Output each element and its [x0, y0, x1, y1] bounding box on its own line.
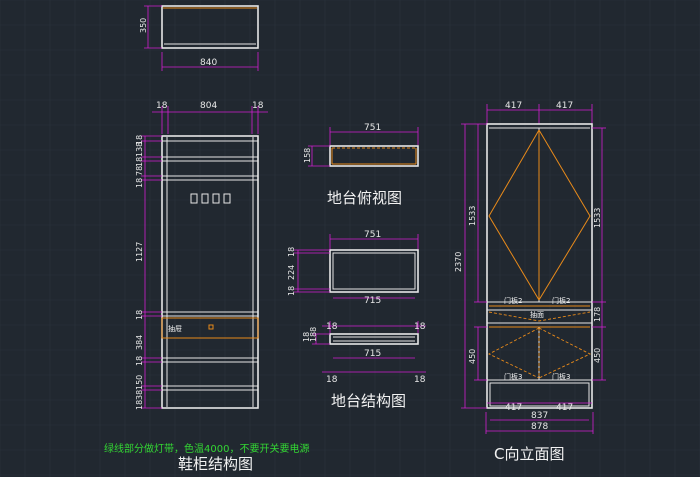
elevation-inner-width-dim: 837: [531, 411, 548, 421]
platform-lower-top-dim-right: 18: [414, 322, 426, 332]
elevation-outer-width-dim: 878: [531, 422, 548, 432]
platform-left-dim-a0: 18: [287, 247, 296, 257]
platform-left-dim-b1: 188: [309, 327, 318, 342]
cabinet-side-dim-4: 18: [135, 178, 144, 188]
platform-left-dim-a1: 224: [287, 265, 296, 280]
platform-left-dim-a2: 18: [287, 286, 296, 296]
elevation-right-dim-upper: 1533: [593, 208, 602, 228]
platform-struct-top-dim: 751: [364, 230, 381, 240]
lighting-note: 绿线部分做灯带，色温4000，不要开关要电源: [104, 442, 309, 455]
platform-top-depth-dim: 158: [303, 148, 312, 163]
hook-icon: [201, 193, 209, 204]
door-panel-2-right: 门板2: [552, 296, 570, 305]
door-opening-right-upper: [538, 129, 591, 301]
top-view-depth-dim: 350: [139, 18, 148, 33]
platform-top-view: 751 158 地台俯视图: [303, 123, 419, 207]
elevation-title: C向立面图: [494, 445, 564, 463]
cabinet-side-dim-0: 18: [135, 135, 144, 145]
cabinet-side-dim-5: 1127: [135, 242, 144, 262]
platform-frame-outline: [329, 249, 419, 293]
cabinet-title: 鞋柜结构图: [178, 455, 253, 473]
platform-struct-title: 地台结构图: [331, 392, 406, 410]
cabinet-top-dim-right: 18: [252, 101, 264, 111]
door-panel-3-left: 门板3: [504, 372, 522, 381]
door-panel-2-left: 门板2: [504, 296, 522, 305]
elevation-outline: [486, 123, 593, 409]
platform-top-width-dim: 751: [364, 123, 381, 133]
hook-icon: [223, 193, 231, 204]
top-view-width-dim: 840: [200, 58, 217, 68]
platform-struct-mid-dim: 715: [364, 296, 381, 306]
cabinet-side-dim-10: 38: [135, 390, 144, 400]
elevation-right-dim-mid: 178: [593, 307, 602, 322]
cabinet-drawer: [161, 317, 259, 339]
top-view-outline: [161, 5, 259, 49]
platform-lower-top-dim-left: 18: [326, 322, 338, 332]
cabinet-side-dim-1: 138: [135, 142, 144, 157]
door-opening-right-lower: [538, 327, 592, 379]
cabinet-side-dim-6: 18: [135, 310, 144, 320]
platform-left-dim-b0: 18: [302, 332, 311, 342]
elevation-upper-height-dim: 1533: [468, 206, 477, 226]
platform-frame-inner: [332, 252, 416, 290]
elevation-left-ticks: [461, 123, 487, 409]
platform-structure: 751 18 224 18 715 18 18 18 188 715 18 18…: [287, 230, 426, 410]
hook-icon: [212, 193, 220, 204]
platform-top-outline: [329, 145, 419, 167]
cabinet-structure: 18 804 18 抽屉: [135, 101, 268, 473]
cabinet-top-dim-left: 18: [156, 101, 168, 111]
cabinet-outline: [161, 135, 259, 409]
elevation-top-dim-left: 417: [505, 101, 522, 111]
elevation-top-dim-right: 417: [556, 101, 573, 111]
cabinet-side-dim-7: 384: [135, 335, 144, 350]
hook-icon: [190, 193, 198, 204]
elevation-bottom-dim-right: 417: [556, 403, 573, 413]
platform-lower-outline: [329, 333, 419, 345]
drawer-label: 抽屉: [168, 324, 182, 333]
cabinet-side-dim-11: 18: [135, 400, 144, 410]
platform-lower-bottom-dim-right: 18: [414, 375, 426, 385]
cabinet-side-dim-9: 150: [135, 375, 144, 390]
door-opening-left-lower: [487, 327, 540, 379]
drawer-face-label: 抽面: [530, 310, 544, 319]
platform-lower-mid-dim: 715: [364, 349, 381, 359]
elevation-c-view: 417 417 门板2 门板2 抽面 门板3 门板3: [454, 101, 606, 463]
elevation-total-height-dim: 2370: [454, 252, 463, 272]
elevation-bottom-dim-left: 417: [505, 403, 522, 413]
cabinet-top-dim-center: 804: [200, 101, 217, 111]
door-panel-3-right: 门板3: [552, 372, 570, 381]
door-opening-left-upper: [488, 129, 540, 301]
cabinet-side-ticks: [141, 135, 162, 409]
platform-top-title: 地台俯视图: [327, 189, 402, 207]
drawer-opening-lines: [488, 311, 591, 322]
elevation-lower-height-dim: 450: [468, 349, 477, 364]
top-view: 350 840: [139, 5, 259, 71]
elevation-base: [489, 382, 590, 407]
cabinet-side-dim-3: 78: [135, 166, 144, 176]
platform-lower-bottom-dim-left: 18: [326, 375, 338, 385]
elevation-right-dim-lower: 450: [593, 348, 602, 363]
elevation-right-ticks: [592, 127, 606, 381]
cabinet-side-dim-2: 18: [135, 157, 144, 167]
drawer-handle-icon: [208, 324, 214, 330]
cabinet-side-dim-8: 18: [135, 356, 144, 366]
